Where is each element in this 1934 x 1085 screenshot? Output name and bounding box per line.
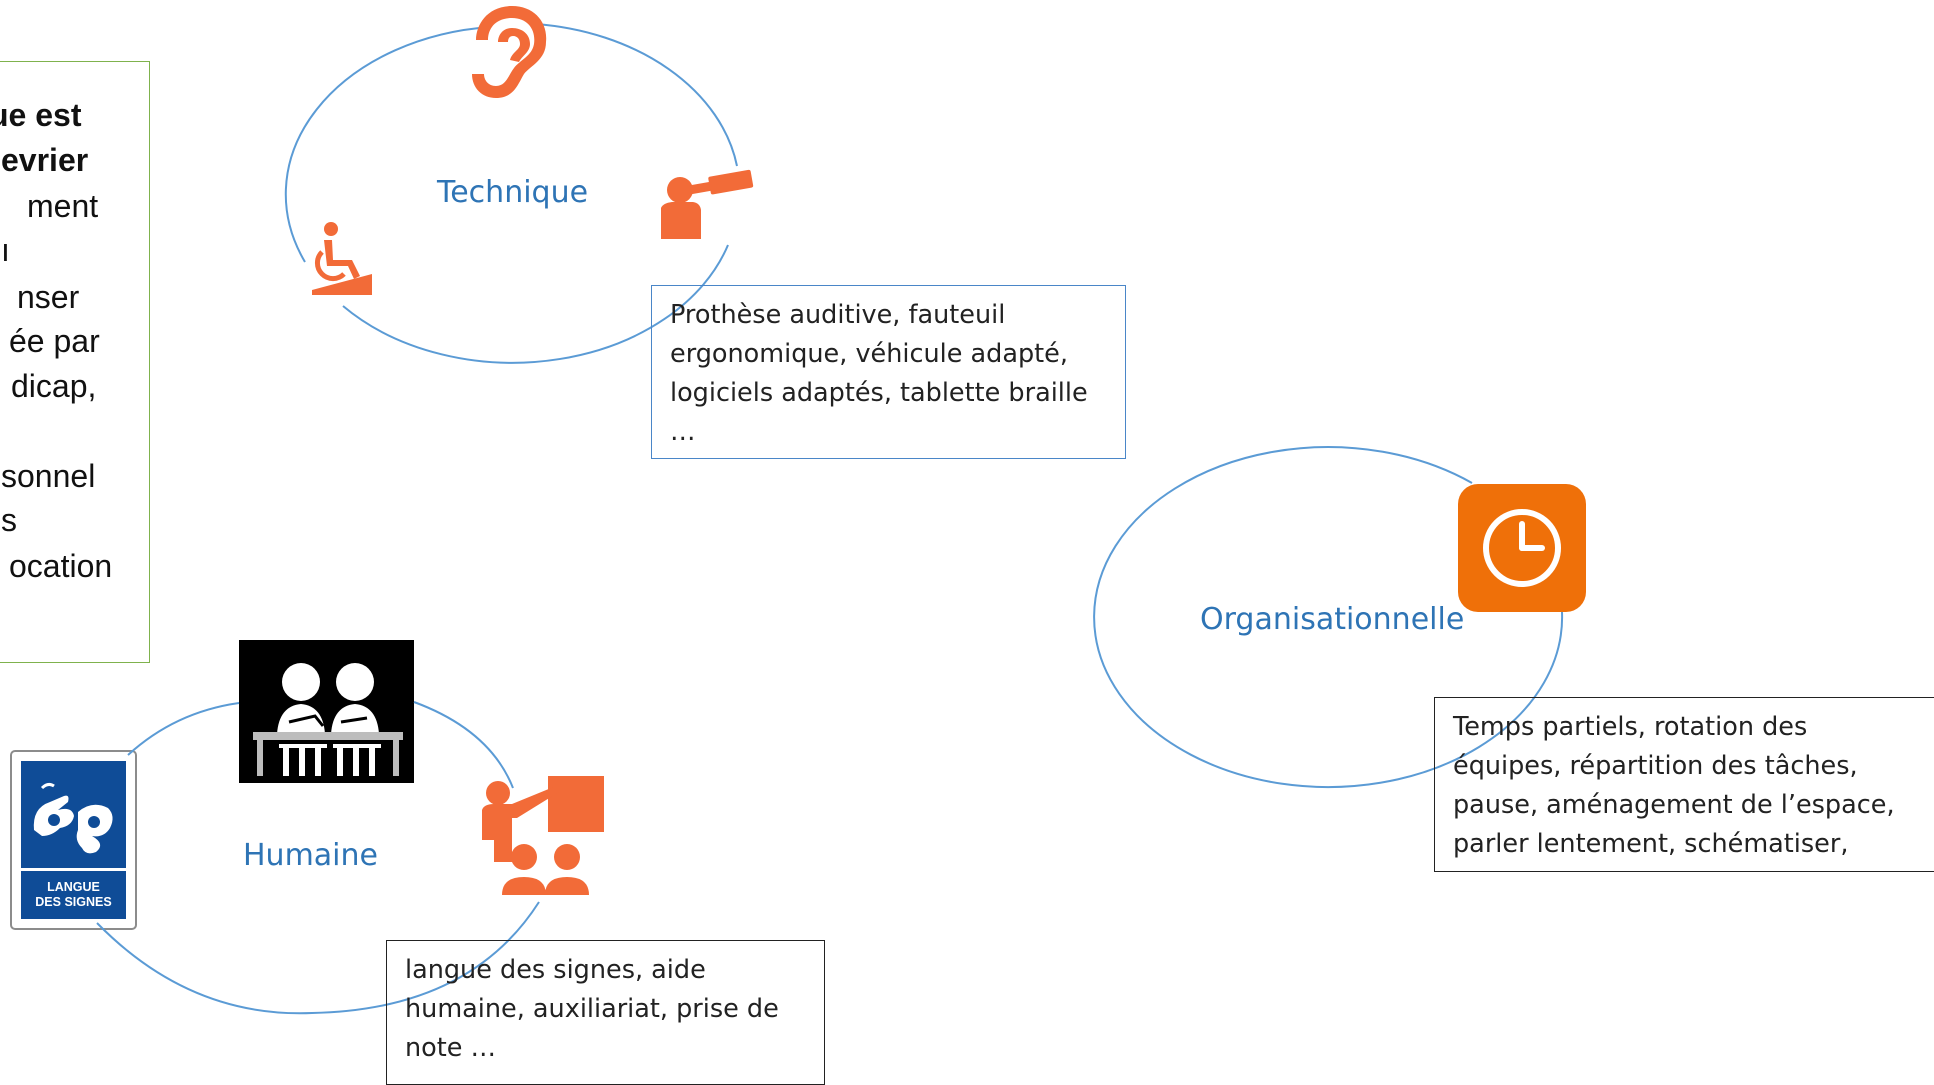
presenter-board-icon	[482, 776, 604, 895]
description-line: logiciels adaptés, tablette braille	[670, 378, 1088, 408]
description-line: pause, aménagement de l’espace,	[1453, 790, 1895, 820]
description-line: équipes, répartition des tâches,	[1453, 751, 1858, 781]
organisationnelle-description-box: Temps partiels, rotation des équipes, ré…	[1434, 697, 1934, 872]
intro-line: ı	[1, 232, 10, 268]
intro-line: ue est	[0, 97, 82, 133]
sign-language-icon: LANGUE DES SIGNES	[10, 750, 137, 930]
sign-text: DES SIGNES	[35, 895, 112, 909]
sign-text: LANGUE	[47, 880, 100, 894]
intro-line: sonnel	[1, 458, 96, 494]
intro-line: s	[1, 502, 17, 538]
description-line: …	[670, 417, 696, 447]
intro-line: evrier	[1, 142, 89, 178]
two-people-desk-icon	[239, 640, 414, 783]
intro-line: nser	[17, 279, 80, 315]
intro-line: dicap,	[11, 368, 97, 404]
description-line: Prothèse auditive, fauteuil	[670, 300, 1006, 330]
clock-icon	[1458, 484, 1586, 612]
intro-line: ment	[27, 188, 99, 224]
intro-line: ocation	[9, 548, 113, 584]
description-line: ergonomique, véhicule adapté,	[670, 339, 1068, 369]
wheelchair-ramp-icon	[312, 222, 372, 295]
humaine-description-box: langue des signes, aide humaine, auxilia…	[386, 940, 825, 1085]
intro-text-box: ue est evrier ment ı nser ée par dicap, …	[0, 61, 150, 663]
ear-icon	[472, 6, 547, 98]
description-line: note …	[405, 1033, 497, 1063]
intro-line: ée par	[9, 323, 100, 359]
cycle-label-technique: Technique	[437, 175, 589, 210]
description-line: Temps partiels, rotation des	[1453, 712, 1808, 742]
cycle-label-humaine: Humaine	[243, 838, 378, 873]
description-line: humaine, auxiliariat, prise de	[405, 994, 779, 1024]
description-line: parler lentement, schématiser,	[1453, 829, 1849, 859]
telescope-person-icon	[661, 169, 754, 239]
description-line: langue des signes, aide	[405, 955, 706, 985]
technique-description-box: Prothèse auditive, fauteuil ergonomique,…	[651, 285, 1126, 459]
cycle-label-organisationnelle: Organisationnelle	[1200, 602, 1465, 637]
